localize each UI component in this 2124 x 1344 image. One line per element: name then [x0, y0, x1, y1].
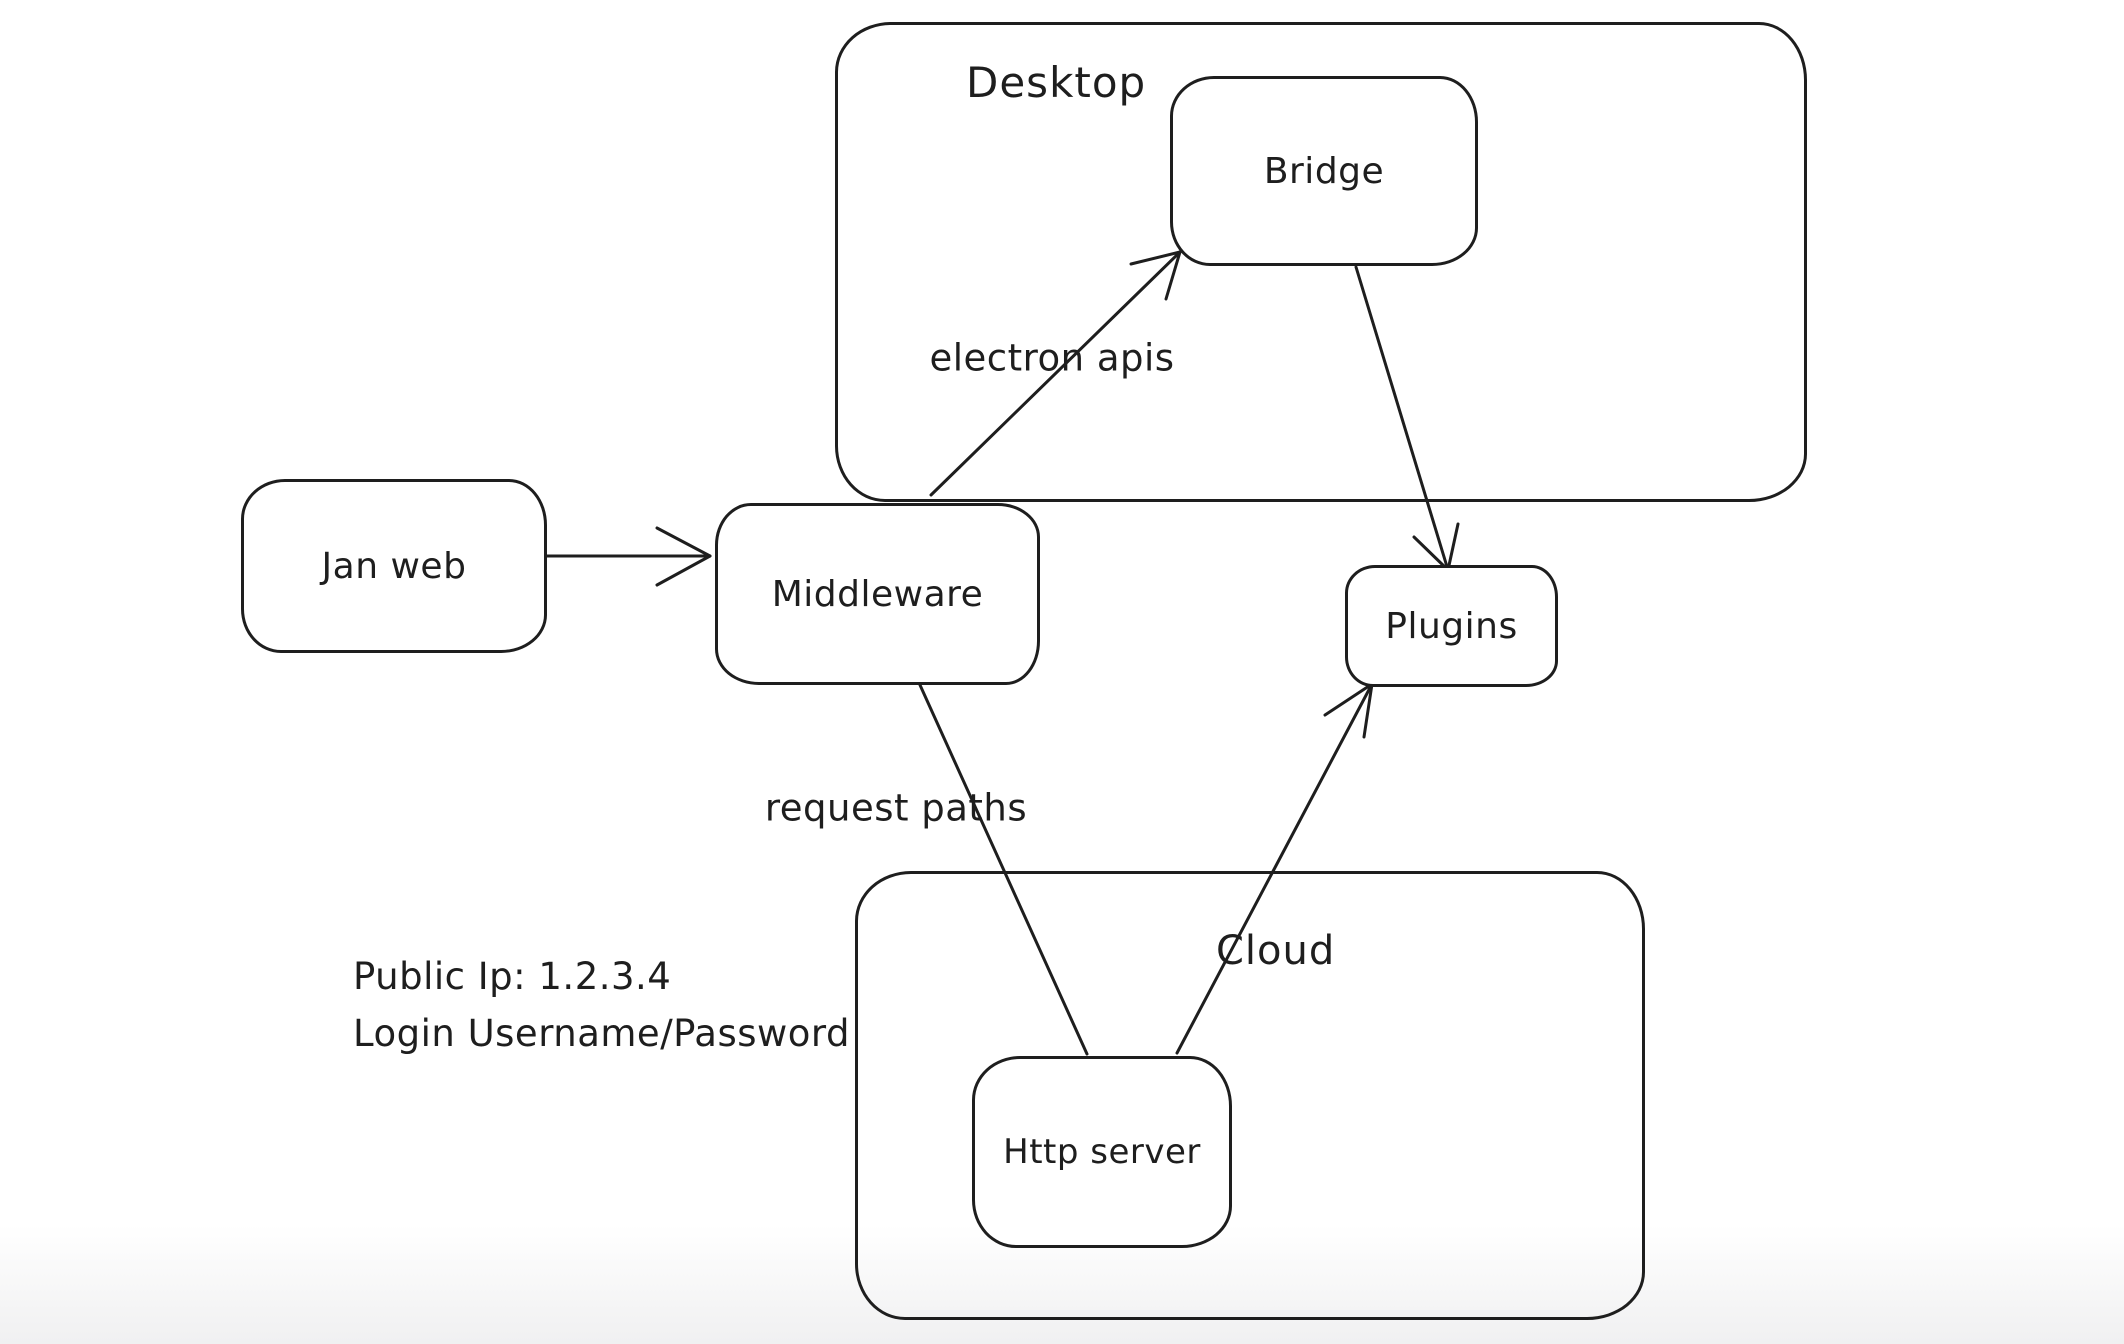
- node-middleware-label: Middleware: [771, 573, 984, 615]
- edge-httpserver-to-plugins[interactable]: [1175, 682, 1374, 1055]
- container-desktop-label[interactable]: Desktop: [966, 58, 1147, 107]
- annotation-line-login: Login Username/Password: [353, 1012, 850, 1055]
- edge-label-request-paths[interactable]: request paths: [764, 786, 1028, 830]
- node-plugins-label: Plugins: [1385, 605, 1518, 647]
- edge-line: [1354, 265, 1450, 572]
- node-bridge[interactable]: Bridge: [1170, 76, 1478, 266]
- node-middleware[interactable]: Middleware: [715, 503, 1040, 685]
- edge-middleware-to-bridge[interactable]: [929, 250, 1182, 497]
- container-cloud[interactable]: [855, 871, 1645, 1320]
- edge-janweb-to-middleware[interactable]: [543, 526, 712, 587]
- annotation-line-public-ip: Public Ip: 1.2.3.4: [353, 955, 672, 998]
- arrowhead: [1129, 250, 1182, 301]
- node-http-server[interactable]: Http server: [972, 1056, 1232, 1248]
- node-plugins[interactable]: Plugins: [1345, 565, 1558, 687]
- arrowhead: [655, 526, 712, 587]
- edge-line: [918, 683, 1089, 1056]
- edge-line: [929, 250, 1182, 497]
- edge-label-electron-apis[interactable]: electron apis: [929, 336, 1175, 380]
- edge-line: [1175, 682, 1374, 1055]
- annotation-text[interactable]: Public Ip: 1.2.3.4 Login Username/Passwo…: [353, 948, 850, 1062]
- edge-middleware-to-httpserver[interactable]: [918, 683, 1089, 1056]
- container-desktop[interactable]: [835, 22, 1807, 502]
- node-jan-web[interactable]: Jan web: [241, 479, 547, 653]
- node-bridge-label: Bridge: [1263, 150, 1385, 192]
- edge-bridge-to-plugins[interactable]: [1354, 265, 1460, 572]
- arrowhead: [1412, 522, 1460, 572]
- node-http-server-label: Http server: [1003, 1132, 1201, 1172]
- node-jan-web-label: Jan web: [321, 545, 467, 587]
- container-cloud-label[interactable]: Cloud: [1216, 928, 1336, 974]
- arrowhead: [1323, 682, 1374, 739]
